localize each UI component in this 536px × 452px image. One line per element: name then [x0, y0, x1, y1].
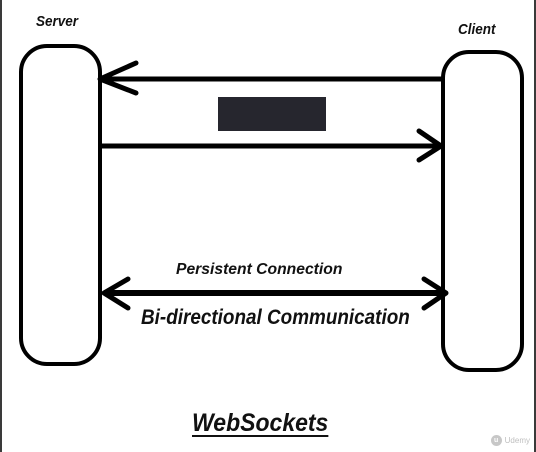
udemy-logo-icon: u — [490, 435, 502, 446]
client-box — [441, 50, 524, 372]
server-label: Server — [36, 13, 79, 30]
client-label: Client — [458, 21, 496, 38]
watermark-text: Udemy — [504, 436, 530, 445]
request-arrow — [97, 60, 443, 96]
diagram-title: WebSockets — [192, 409, 329, 437]
persistent-connection-label: Persistent Connection — [176, 261, 343, 278]
server-box — [19, 44, 102, 366]
bidirectional-communication-label: Bi-directional Communication — [141, 306, 410, 329]
response-arrow — [100, 128, 444, 163]
udemy-watermark: u Udemy — [490, 435, 530, 446]
redacted-label — [218, 97, 326, 131]
persistent-connection-arrow — [101, 276, 449, 311]
